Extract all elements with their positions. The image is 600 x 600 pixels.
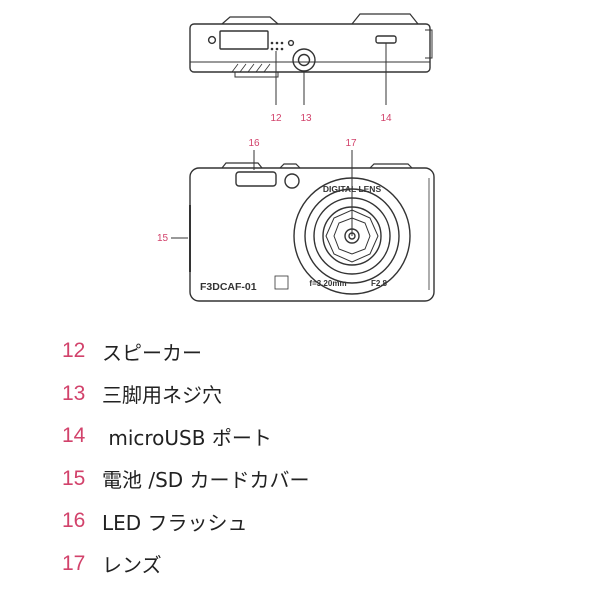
legend-item-usb: 14 microUSB ポート [62, 415, 582, 458]
legend-label: レンズ [102, 553, 162, 578]
legend-label: LED フラッシュ [102, 510, 248, 535]
usb-port [375, 35, 397, 44]
legend-item-tripod: 13 三脚用ネジ穴 [62, 373, 582, 416]
lens-ring-top-text: DIGITAL LENS [323, 184, 382, 194]
legend-item-lens: 17 レンズ [62, 543, 582, 586]
legend-number: 13 [62, 381, 86, 405]
legend-label: スピーカー [102, 340, 202, 365]
camera-top-view [189, 13, 433, 78]
led-flash [235, 171, 277, 187]
legend-number: 12 [62, 339, 86, 363]
legend-label: 三脚用ネジ穴 [102, 383, 222, 408]
legend-number: 16 [62, 509, 86, 533]
callout-lens: 17 [345, 138, 357, 149]
camera-model-label: F3DCAF-01 [200, 281, 257, 293]
legend-label: microUSB ポート [102, 425, 272, 450]
callout-usb: 14 [380, 113, 392, 124]
legend: 12 スピーカー 13 三脚用ネジ穴 14 microUSB ポート 15 電池… [62, 330, 582, 585]
legend-item-battery: 15 電池 /SD カードカバー [62, 458, 582, 501]
callout-flash: 16 [248, 138, 260, 149]
legend-label: 電池 /SD カードカバー [102, 468, 310, 493]
camera-diagram: 12 13 14 16 17 15 [157, 13, 435, 302]
camera-front-view [189, 162, 435, 302]
legend-item-speaker: 12 スピーカー [62, 330, 582, 373]
callout-tripod: 13 [300, 113, 312, 124]
legend-number: 17 [62, 551, 86, 575]
speaker-grill [270, 41, 284, 51]
lens-ring-left-text: f=3.20mm [309, 279, 346, 288]
tripod-socket [292, 48, 316, 72]
legend-number: 14 [62, 424, 86, 448]
legend-number: 15 [62, 466, 86, 490]
callout-battery: 15 [157, 233, 169, 244]
lens-ring-right-text: F2.8 [371, 279, 388, 288]
legend-item-flash: 16 LED フラッシュ [62, 500, 582, 543]
lens-assembly [293, 177, 411, 295]
callout-speaker: 12 [270, 113, 282, 124]
